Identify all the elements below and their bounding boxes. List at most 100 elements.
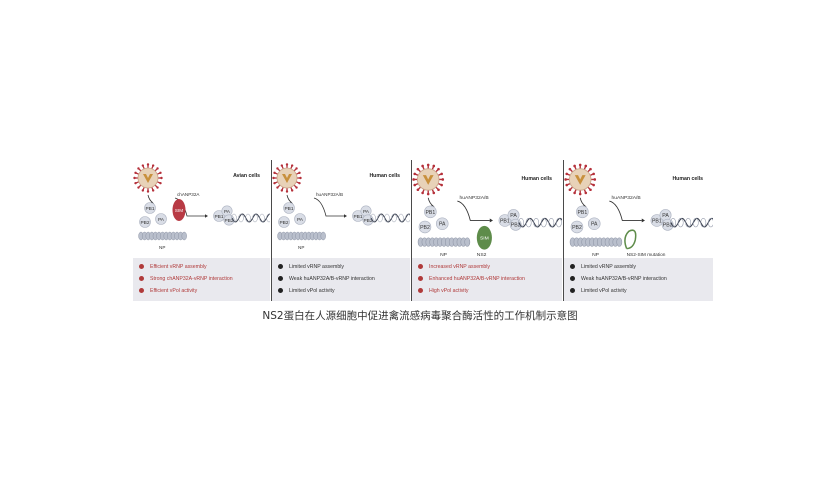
pb1-free-label: PB1 [145,206,154,212]
rna-np-wrap [533,218,540,228]
legend-item: Enhanced huANP32A/B-vRNP interaction [418,273,525,284]
virus-spike-tip [441,178,445,181]
virus-spike-tip [156,186,159,189]
pa-free-label: PA [591,222,598,228]
rna-np-wrap [685,218,692,228]
rna-np-wrap [677,218,684,228]
pb1-polymerase-shape [213,210,225,222]
legend-item: Limited vRNP assembly [570,261,636,272]
virus-spike-tip [276,167,279,170]
anp32-label: chANP32A [177,192,200,197]
virus-spike-tip [290,164,294,167]
cell-type-label: Avian cells [233,173,260,179]
pb2-free-shape [139,216,151,228]
assembly-arrow [313,197,344,217]
virus-spike-tip [426,192,430,196]
legend-text: Strong chANP32A-vRNP interaction [150,275,233,282]
rna-np-wrap [518,218,524,228]
virus-spike-tip [437,188,440,192]
legend-item: High vPol activity [418,285,469,296]
pb1-free-shape [283,202,295,214]
bullet-icon [570,288,575,293]
arrowhead [489,218,493,223]
rna-np-wrap [245,213,251,223]
pb1-free-label: PB1 [284,206,293,212]
chanp32a-shape [172,199,186,221]
pa-polymerase-label: PA [363,209,370,215]
pb1-polymerase-label: PB1 [214,214,223,220]
pb1-polymerase-shape [352,210,364,222]
cell-type-label: Human cells [672,176,703,182]
assembly-arrow [457,200,490,221]
pb2-free-label: PB2 [279,220,288,226]
np-label: NP [440,252,448,258]
rna-np-wrap [259,213,265,223]
virus-spike-tip [573,191,576,195]
virus-spike-tip [159,171,162,175]
virus-spike-tip [151,189,155,192]
vrnp-coil [670,217,713,228]
legend-item: Weak huANP32A/B-vRNP interaction [570,273,667,284]
bullet-icon [278,288,283,293]
virus-spike-tip [146,190,150,193]
virus-spike-tip [578,163,582,167]
legend-text: Efficient vRNP assembly [150,263,207,270]
virus-spike-tip [141,189,145,192]
virus-spike-tip [412,178,415,181]
rna-np-wrap [391,213,397,223]
virus-spike-tip [151,164,155,167]
virus-spike-tip [413,172,417,176]
anp32-label: huANP32A/B [460,195,490,201]
virus-spike-tip [440,172,443,176]
virus-spike-tip [156,167,159,170]
bullet-icon [570,264,575,269]
virus-spike-tip [584,164,588,168]
virus-spike-tip [426,163,430,167]
pa-free-label: PA [439,222,446,228]
np-oligomer [138,231,187,241]
influenza-virus [133,163,163,193]
np-label: NP [298,245,304,250]
rna-np-wrap [238,213,244,223]
legend-text: Enhanced huANP32A/B-vRNP interaction [429,275,525,282]
virus-spike-tip [137,186,140,189]
pb2-free-shape [278,216,290,228]
influenza-virus [272,163,302,193]
virus-spike-tip [413,183,417,187]
virus-spike-tip [573,164,576,168]
rna-strand [670,217,713,228]
pa-polymerase-label: PA [662,213,669,219]
virus-spike-tip [440,183,443,187]
virus-spike-tip [416,167,420,171]
virus-spike-tip [578,192,582,196]
rna-np-wrap [708,218,713,228]
rna-np-wrap [231,213,237,223]
pb1-free-shape [424,205,437,219]
virus-spike-tip [437,167,440,171]
legend-item: Increased vRNP assembly [418,261,490,272]
cell-type-label: Human cells [369,173,400,179]
figure-caption: NS2蛋白在人源细胞中促进禽流感病毒聚合酶活性的工作机制示意图 [262,310,578,322]
bullet-icon [139,276,144,281]
virus-genome [282,174,292,183]
arrowhead [344,214,347,218]
legend-text: High vPol activity [429,287,469,294]
np-subunit [464,237,471,247]
rna-np-wrap [370,213,376,223]
legend-text: Weak huANP32A/B-vRNP interaction [581,275,667,282]
virus-spike-tip [421,164,424,168]
pb1-free-label: PB1 [425,210,435,216]
np-label: NP [159,245,165,250]
pa-polymerase-label: PA [224,209,231,215]
virus-spike-tip [568,188,572,192]
virus-spike-tip [589,167,592,171]
virus-spike-tip [133,176,136,180]
virus-spike-tip [280,189,284,192]
vrnp-coil [370,213,410,223]
